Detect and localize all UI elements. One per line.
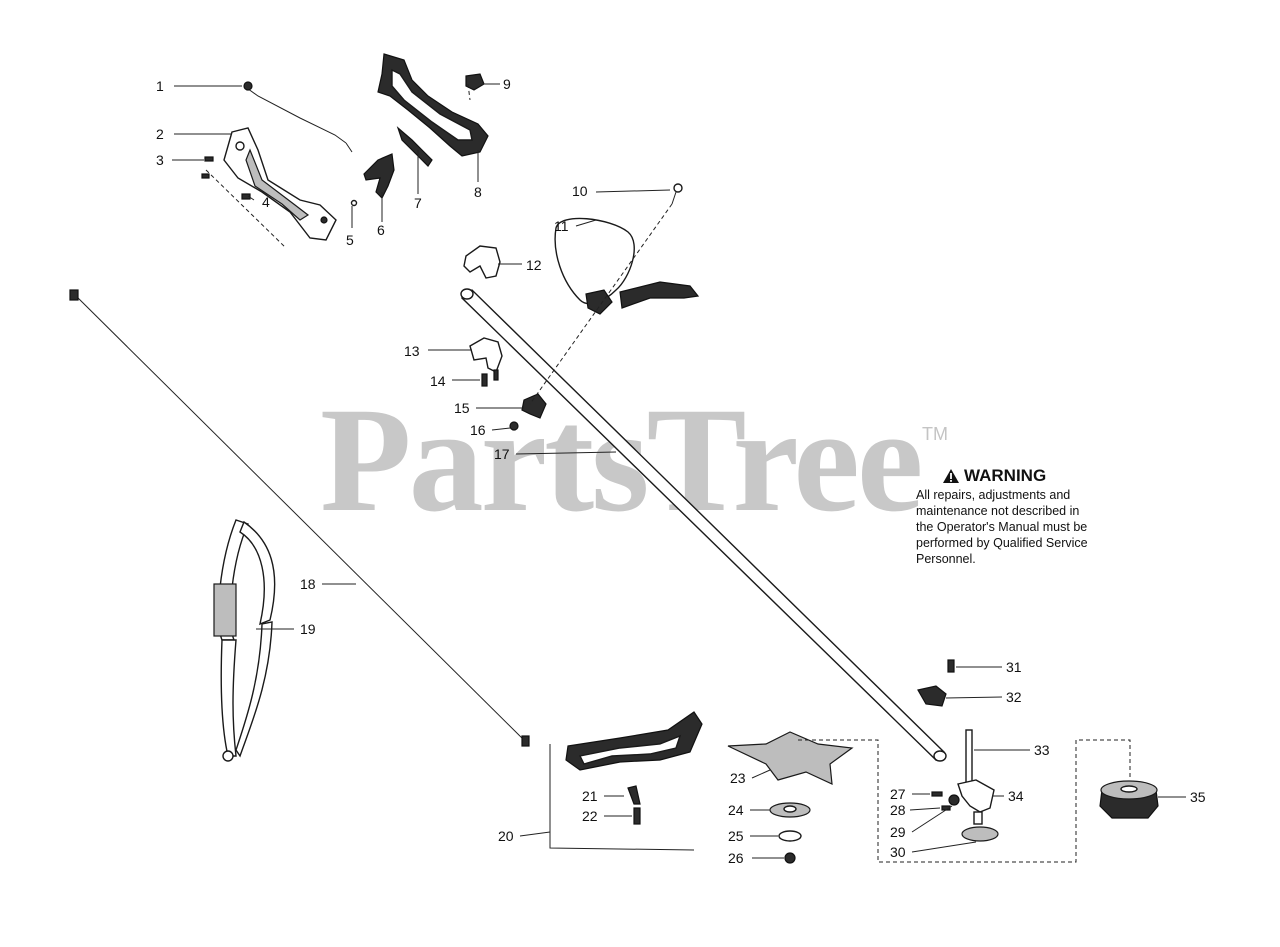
- part-7-lockout-lever[interactable]: [396, 126, 433, 167]
- callout-18: 18: [300, 576, 316, 592]
- callout-25: 25: [728, 828, 744, 844]
- part-25-washer[interactable]: [778, 830, 802, 842]
- bracket-part-20: [549, 744, 695, 851]
- part-31-bolt[interactable]: [947, 659, 955, 673]
- callout-22: 22: [582, 808, 598, 824]
- part-13-clamp[interactable]: [469, 337, 503, 373]
- warning-line-3: the Operator's Manual must be: [916, 520, 1088, 534]
- guide-line-loop-handle-bolt: [529, 203, 673, 405]
- guide-line-head-assembly: [798, 739, 1131, 863]
- warning-heading: WARNING: [942, 466, 1136, 486]
- callout-12: 12: [526, 257, 542, 273]
- callout-5: 5: [346, 232, 354, 248]
- callout-32: 32: [1006, 689, 1022, 705]
- warning-body: All repairs, adjustments and maintenance…: [916, 487, 1136, 567]
- part-33-shaft[interactable]: [965, 729, 973, 785]
- part-30-washer[interactable]: [961, 826, 999, 842]
- warning-line-5: Personnel.: [916, 552, 976, 566]
- trademark-symbol: TM: [922, 424, 948, 444]
- callout-26: 26: [728, 850, 744, 866]
- callout-28: 28: [890, 802, 906, 818]
- callout-29: 29: [890, 824, 906, 840]
- warning-line-1: All repairs, adjustments and: [916, 488, 1071, 502]
- part-18-drive-shaft[interactable]: [69, 289, 530, 747]
- part-17-outer-tube[interactable]: [460, 288, 947, 762]
- callout-8: 8: [474, 184, 482, 200]
- callout-numbers: 1 2 3 4 5 6 7 8 9 10 11 12 13 14 15 16 1…: [156, 76, 1206, 866]
- part-4-screw[interactable]: [241, 193, 251, 200]
- part-27-screw[interactable]: [931, 791, 943, 797]
- leader-lines: [172, 83, 1186, 859]
- part-5-clip[interactable]: [350, 199, 358, 207]
- callout-17: 17: [494, 446, 510, 462]
- callout-19: 19: [300, 621, 316, 637]
- parts-tree-watermark: PartsTree: [320, 377, 923, 543]
- part-12-clamp[interactable]: [463, 245, 501, 279]
- part-16-knob[interactable]: [509, 421, 519, 431]
- callout-9: 9: [503, 76, 511, 92]
- part-32-bracket[interactable]: [917, 685, 947, 707]
- callout-24: 24: [728, 802, 744, 818]
- callout-10: 10: [572, 183, 588, 199]
- callout-14: 14: [430, 373, 446, 389]
- warning-title: WARNING: [964, 466, 1047, 485]
- part-3-screw[interactable]: [201, 156, 214, 179]
- callout-6: 6: [377, 222, 385, 238]
- part-2-handle-housing[interactable]: [223, 127, 337, 241]
- guide-line-switch: [467, 83, 471, 101]
- warning-line-2: maintenance not described in: [916, 504, 1080, 518]
- part-26-nut[interactable]: [784, 852, 796, 864]
- warning-line-4: performed by Qualified Service: [916, 536, 1088, 550]
- callout-2: 2: [156, 126, 164, 142]
- part-10-bolt[interactable]: [671, 183, 683, 205]
- guide-line-handle-screws: [205, 169, 287, 249]
- part-21-blade[interactable]: [627, 785, 641, 805]
- part-19-harness-strap[interactable]: [213, 519, 276, 762]
- part-9-switch[interactable]: [465, 73, 485, 91]
- callout-13: 13: [404, 343, 420, 359]
- part-6-throttle-trigger[interactable]: [363, 153, 395, 200]
- callout-11: 11: [554, 218, 569, 234]
- part-29-clamp[interactable]: [948, 794, 960, 806]
- callout-31: 31: [1006, 659, 1022, 675]
- part-24-washer[interactable]: [769, 802, 811, 818]
- part-14-bolt[interactable]: [481, 369, 499, 387]
- callout-1: 1: [156, 78, 164, 94]
- callout-4: 4: [262, 194, 270, 210]
- callout-3: 3: [156, 152, 164, 168]
- callout-35: 35: [1190, 789, 1206, 805]
- part-23-blade-disc[interactable]: [727, 731, 854, 785]
- callout-15: 15: [454, 400, 470, 416]
- callout-7: 7: [414, 195, 422, 211]
- part-1-throttle-cable[interactable]: [243, 81, 353, 153]
- part-35-trimmer-head[interactable]: [1099, 780, 1159, 819]
- callout-21: 21: [582, 788, 598, 804]
- part-20-guard-assembly[interactable]: [565, 711, 703, 771]
- callout-34: 34: [1008, 788, 1024, 804]
- callout-33: 33: [1034, 742, 1050, 758]
- callout-27: 27: [890, 786, 906, 802]
- warning-notice: WARNING All repairs, adjustments and mai…: [916, 466, 1136, 567]
- callout-30: 30: [890, 844, 906, 860]
- warning-triangle-icon: [943, 469, 959, 483]
- part-22-screw[interactable]: [633, 807, 641, 825]
- part-15-bracket[interactable]: [521, 393, 547, 419]
- part-34-gearbox[interactable]: [957, 779, 995, 825]
- callout-20: 20: [498, 828, 514, 844]
- part-11-loop-handle[interactable]: [554, 217, 700, 315]
- part-8-handle-half[interactable]: [377, 53, 489, 157]
- callout-16: 16: [470, 422, 486, 438]
- callout-23: 23: [730, 770, 746, 786]
